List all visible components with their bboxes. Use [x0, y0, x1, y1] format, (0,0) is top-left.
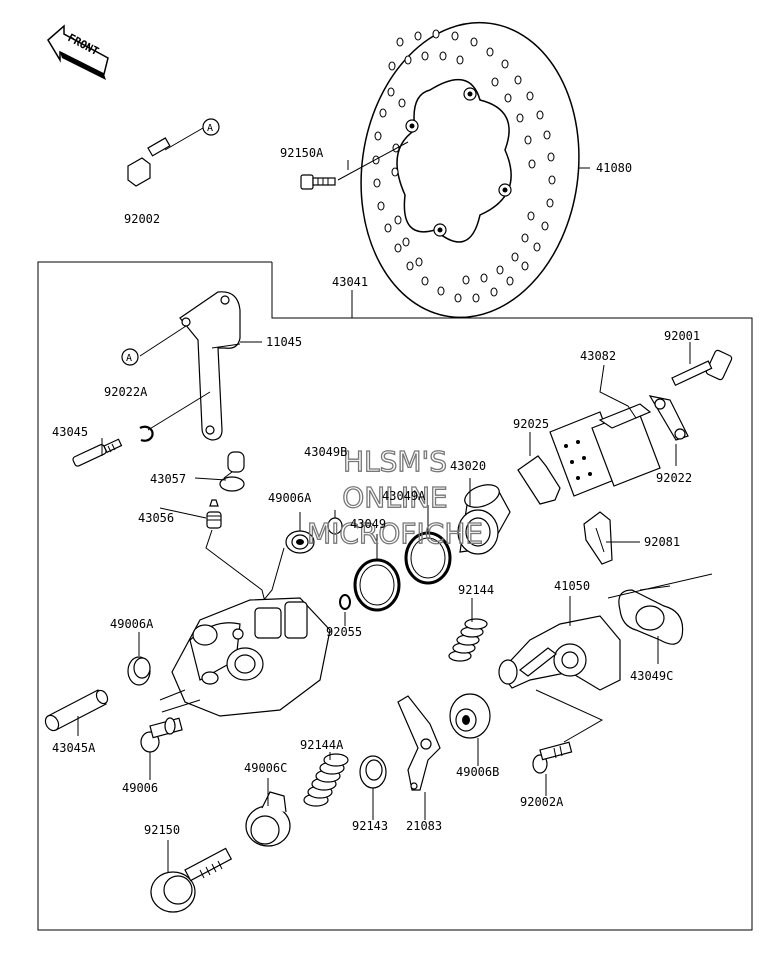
- label-43020: 43020: [450, 459, 486, 473]
- label-92081: 92081: [644, 535, 680, 549]
- bleeder-cap-43057: [219, 451, 245, 492]
- label-92025: 92025: [513, 417, 549, 431]
- label-49006c: 49006C: [244, 761, 287, 775]
- label-43049c: 43049C: [630, 669, 673, 683]
- label-41050: 41050: [554, 579, 590, 593]
- circlip-92022a: [139, 391, 211, 442]
- callout-a-top: A: [202, 118, 220, 136]
- label-43049: 43049: [350, 517, 386, 531]
- spacer-92143: [359, 755, 387, 789]
- callout-a-bracket-letter: A: [126, 353, 132, 364]
- label-49006a-1: 49006A: [268, 491, 312, 505]
- bolt-92150: [150, 847, 233, 913]
- label-43045: 43045: [52, 425, 88, 439]
- bolt-92002a: [532, 741, 573, 774]
- callout-a-top-letter: A: [207, 123, 213, 134]
- leader-lines: [77, 160, 691, 872]
- shim-92022: [648, 395, 689, 441]
- label-43041: 43041: [332, 275, 368, 289]
- callout-a-bracket: A: [121, 348, 139, 366]
- spring-92144a: [303, 753, 349, 807]
- label-92144a: 92144A: [300, 738, 344, 752]
- label-43082: 43082: [580, 349, 616, 363]
- label-92022: 92022: [656, 471, 692, 485]
- label-92022a: 92022A: [104, 385, 148, 399]
- bolt-92002: [127, 127, 204, 187]
- label-43056: 43056: [138, 511, 174, 525]
- label-49006: 49006: [122, 781, 158, 795]
- piston-43020: [457, 484, 511, 555]
- label-21083: 21083: [406, 819, 442, 833]
- oring-92055: [339, 594, 351, 610]
- label-43057: 43057: [150, 472, 186, 486]
- label-49006a-2: 49006A: [110, 617, 154, 631]
- front-arrow-icon: FRONT: [47, 24, 109, 80]
- pad-spring-92025: [517, 455, 561, 505]
- watermark-line-2: ONLINE: [342, 481, 447, 514]
- label-49006b: 49006B: [456, 765, 499, 779]
- label-92144: 92144: [458, 583, 494, 597]
- watermark-line-3: MICROFICHE: [307, 517, 483, 550]
- label-92150a: 92150A: [280, 146, 324, 160]
- caliper-body: [159, 597, 331, 717]
- bleeder-valve-43056: [205, 499, 267, 607]
- boot-49006b: [449, 693, 491, 739]
- label-92002: 92002: [124, 212, 160, 226]
- brake-pads-43082: [549, 364, 661, 497]
- pad-spring-92081: [583, 511, 613, 565]
- boot-49006a-upper: [243, 530, 315, 625]
- parking-mechanism-41050: [498, 615, 621, 743]
- seal-43049: [353, 558, 401, 612]
- label-43049a: 43049A: [382, 489, 426, 503]
- watermark-line-1: HLSM'S: [343, 445, 447, 478]
- label-92002a: 92002A: [520, 795, 564, 809]
- label-92150: 92150: [144, 823, 180, 837]
- pin-49006: [140, 717, 183, 753]
- brake-disc: [360, 21, 580, 319]
- label-92055: 92055: [326, 625, 362, 639]
- pin-43045a: [44, 689, 109, 732]
- bolt-92001: [671, 349, 733, 387]
- label-11045: 11045: [266, 335, 302, 349]
- lever-21083: [397, 695, 441, 791]
- caliper-assembly-frame: [37, 261, 753, 931]
- label-92001: 92001: [664, 329, 700, 343]
- label-43045a: 43045A: [52, 741, 96, 755]
- label-41080: 41080: [596, 161, 632, 175]
- boot-49006a-lower: [127, 656, 151, 686]
- label-43049b: 43049B: [304, 445, 347, 459]
- bolt-92150a: [300, 141, 409, 190]
- caliper-bracket-11045: [139, 291, 241, 441]
- spring-92144: [448, 618, 488, 662]
- part-labels: 92150A 41080 92002 43041 11045 92001 430…: [52, 146, 700, 837]
- gasket-43049c: [607, 573, 713, 645]
- watermark: HLSM'S ONLINE MICROFICHE: [306, 444, 483, 550]
- label-92143: 92143: [352, 819, 388, 833]
- pin-43045: [72, 438, 123, 467]
